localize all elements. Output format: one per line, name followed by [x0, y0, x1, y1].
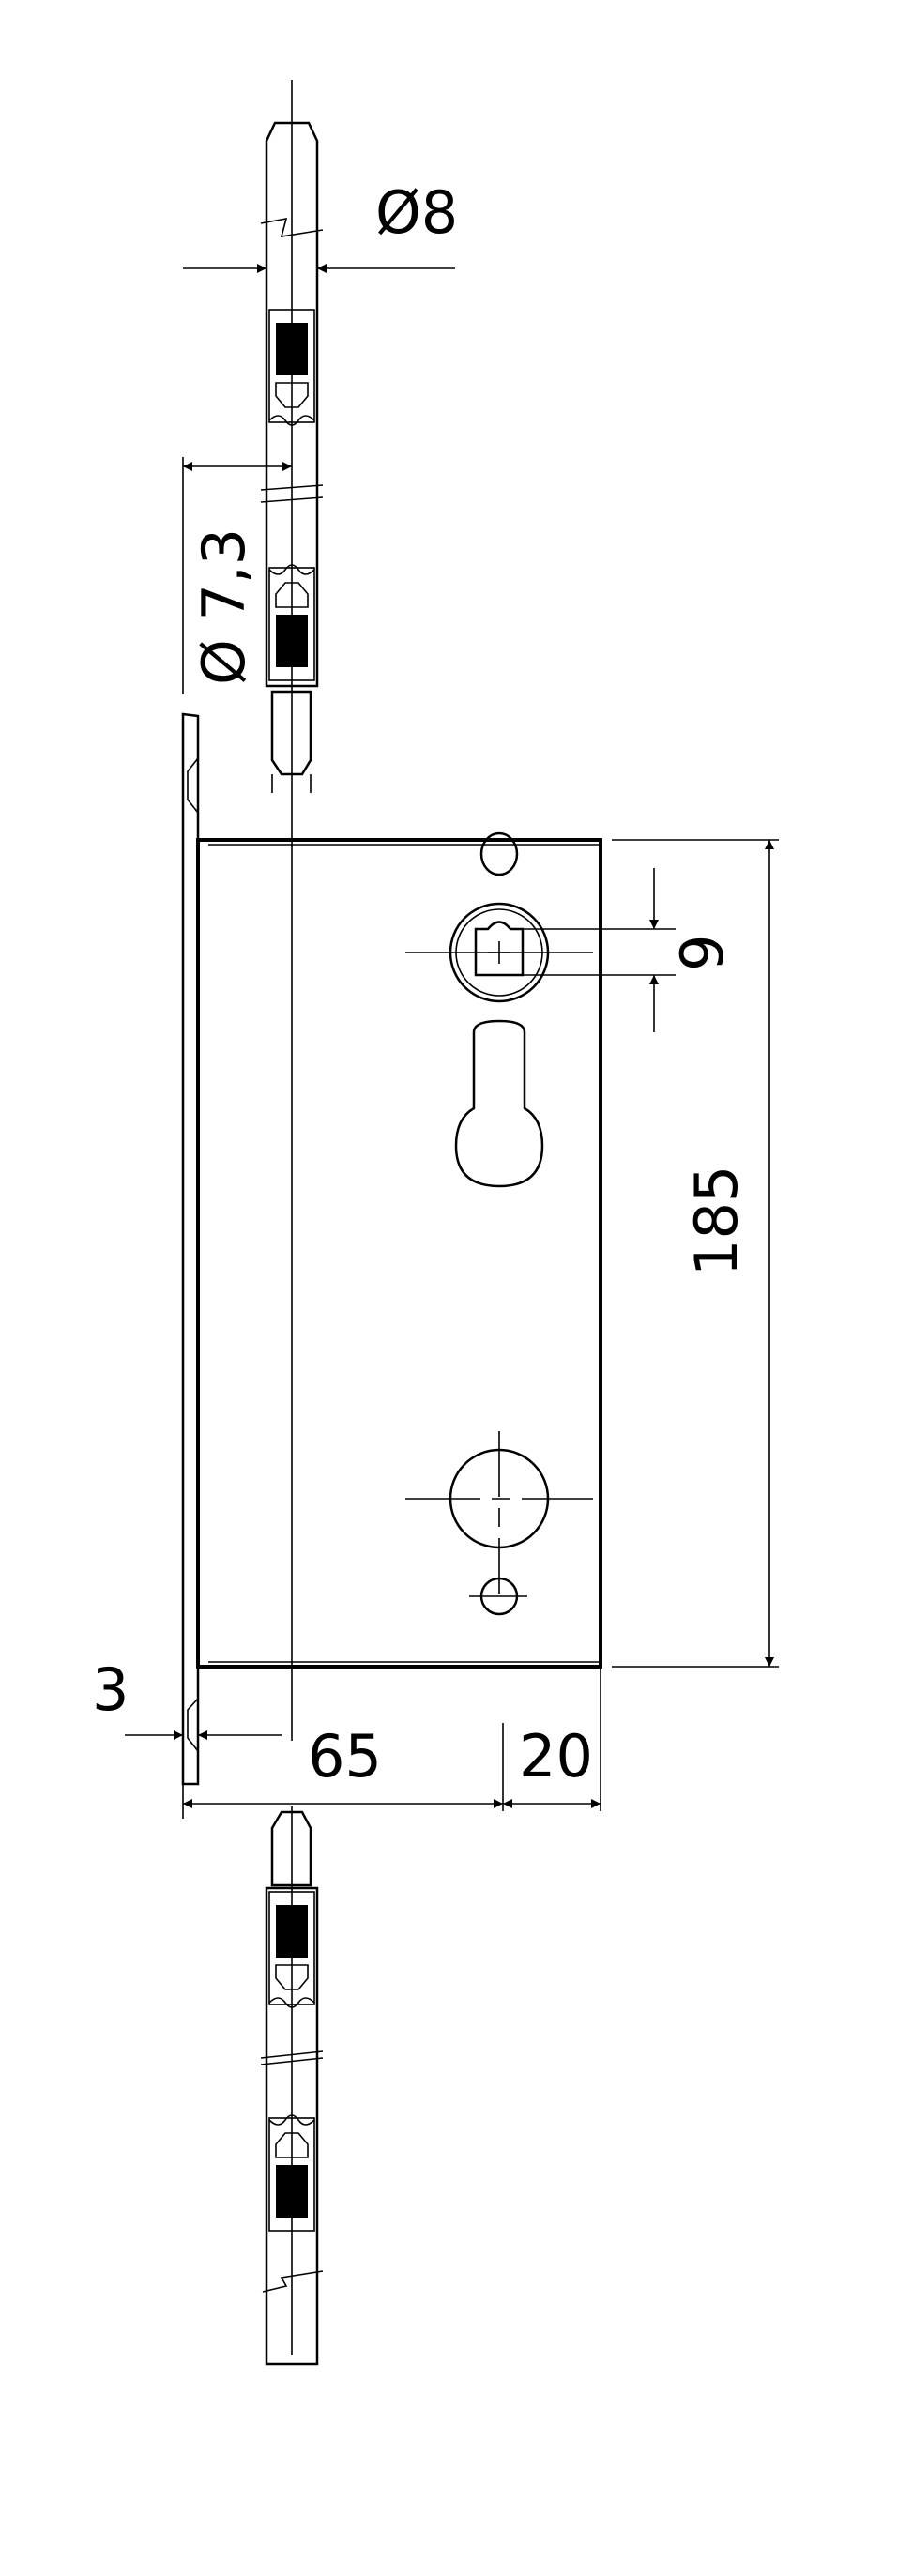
dimension-body-height: 185 — [612, 839, 779, 1668]
dimension-bushing-diameter: Ø 7,3 — [182, 457, 292, 694]
faceplate — [181, 712, 200, 1786]
label-bushing-diameter: Ø 7,3 — [190, 528, 258, 685]
top-espagnolette-rod — [260, 80, 324, 1741]
label-body-height: 185 — [682, 1166, 751, 1276]
label-rod-diameter: Ø8 — [375, 178, 458, 247]
lock-body — [196, 831, 602, 1669]
pin — [270, 690, 312, 776]
bottom-espagnolette-rod — [260, 1806, 324, 2366]
label-faceplate-thickness: 3 — [92, 1655, 129, 1724]
dimension-cylinder-offset: 9 — [523, 868, 737, 1032]
label-body-depth-remainder: 20 — [519, 1722, 593, 1791]
dimension-faceplate-thickness: 3 — [92, 1655, 282, 1740]
break-mark — [260, 217, 324, 237]
fixing-hole — [479, 831, 519, 876]
dimension-backset: 65 20 — [182, 1667, 601, 1819]
dimension-rod-diameter: Ø8 — [183, 178, 458, 273]
label-backset: 65 — [308, 1722, 382, 1791]
keyhole — [454, 1019, 544, 1188]
label-cylinder-offset: 9 — [668, 935, 737, 971]
